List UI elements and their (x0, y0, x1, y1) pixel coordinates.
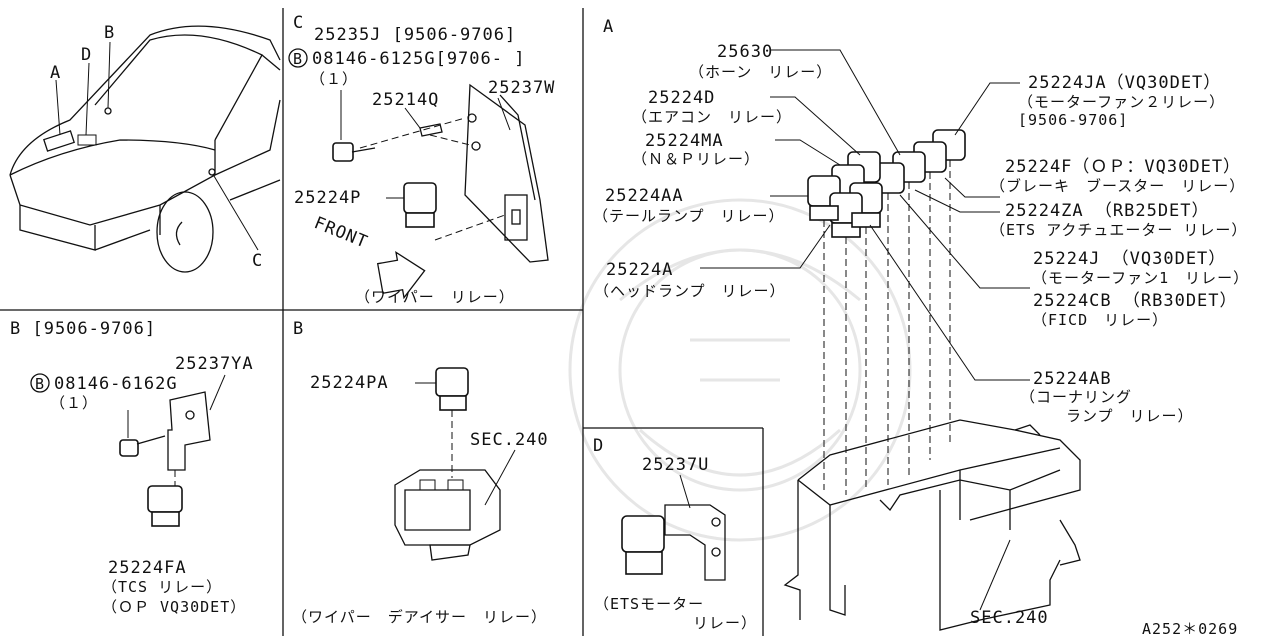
relay-block (807, 129, 966, 238)
car-label-d: D (81, 45, 92, 65)
fuse-box (783, 419, 1081, 631)
callout-25224j-part: 25224J （VQ30DET） (1033, 249, 1226, 269)
callout-25224za-desc: （ETS アクチュエーター リレー） (990, 221, 1247, 239)
panel-c-caption: （ワイパー リレー） (355, 288, 515, 306)
panel-b-mid-sec: SEC.240 (470, 430, 549, 450)
panel-b-left-relay: 25224FA (108, 558, 187, 578)
panel-c-bolt-qty: （１） (310, 70, 358, 88)
callout-25224d-desc: （エアコン リレー） (632, 108, 792, 126)
callout-25224ja-desc: （モーターファン２リレー） (1018, 93, 1225, 111)
diagram-code: A252＊0269 (1142, 620, 1238, 638)
watermark (568, 198, 912, 542)
callout-25224a-part: 25224A (606, 260, 673, 280)
callout-25630-desc: （ホーン リレー） (689, 63, 832, 81)
panel-c-relay: 25224P (294, 188, 361, 208)
callout-25224f-part: 25224F（ＯＰ：VQ30DET） (1005, 157, 1241, 177)
panel-b-left-bracket: 25237YA (175, 354, 254, 374)
panel-d-title: D (593, 436, 604, 456)
callout-25224ab-part: 25224AB (1033, 369, 1112, 389)
callout-25224ja-desc2: [9506-9706] (1018, 111, 1128, 129)
car-label-b: B (104, 23, 115, 43)
panel-d-bracket: 25237U (642, 455, 709, 475)
callout-25224aa-part: 25224AA (605, 186, 684, 206)
panel-a-title: A (603, 17, 614, 37)
callout-25224d-part: 25224D (648, 88, 715, 108)
callout-25630-part: 25630 (717, 42, 773, 62)
panel-b-left-bolt-marker-circle (30, 373, 50, 393)
panel-b-mid-caption: （ワイパー デアイサー リレー） (292, 608, 547, 626)
callout-25224cb-part: 25224CB （RB30DET） (1033, 291, 1238, 311)
panel-c-bolt-marker-circle (288, 48, 308, 68)
callout-25224a-desc: （ヘッドランプ リレー） (594, 282, 786, 300)
panel-b-left-bolt-qty: （１） (50, 394, 98, 412)
panel-b-mid-drawing (394, 367, 516, 561)
callout-25224cb-desc: （FICD リレー） (1032, 311, 1168, 329)
panel-b-left-title: B [9506-9706] (10, 319, 156, 339)
callout-25224ab-desc: （コーナリング (1020, 388, 1132, 406)
panel-b-mid-title: B (293, 319, 304, 339)
callout-leaders (700, 49, 1030, 611)
panel-b-mid-relay: 25224PA (310, 373, 389, 393)
panel-dividers (0, 8, 764, 636)
panel-d-caption1: （ETSモーター (594, 595, 704, 613)
panel-d-drawing (621, 474, 726, 581)
panel-c-part1: 25235J [9506-9706] (314, 25, 516, 45)
callout-25224j-desc: （モーターファン1 リレー） (1032, 269, 1249, 287)
callout-25224ma-part: 25224MA (645, 131, 724, 151)
panel-a-sec: SEC.240 (970, 608, 1049, 628)
callout-25224ja-part: 25224JA（VQ30DET） (1028, 73, 1221, 93)
car-label-c: C (252, 251, 263, 271)
car-overview (9, 25, 281, 273)
panel-b-left-caption2: （ＯＰ VQ30DET） (102, 598, 246, 616)
front-label: FRONT (311, 213, 371, 253)
panel-c-bolt: 08146-6125G[9706- ] (312, 49, 525, 69)
panel-c-title: C (293, 13, 304, 33)
panel-b-left-bolt-marker: B (35, 375, 45, 393)
panel-c-drawing (332, 83, 549, 300)
callout-25224aa-desc: （テールランプ リレー） (593, 207, 785, 225)
panel-b-left-caption1: （TCS リレー） (102, 578, 222, 596)
callout-25224ma-desc: （Ｎ＆Ｐリレー） (632, 150, 760, 168)
panel-b-left-drawing (119, 374, 226, 527)
callout-25224f-desc: （ブレーキ ブースター リレー） (990, 177, 1245, 195)
panel-c-screw: 25214Q (372, 90, 439, 110)
callout-25224za-part: 25224ZA （RB25DET） (1005, 201, 1210, 221)
panel-b-left-bolt: 08146-6162G (54, 374, 178, 394)
panel-c-bracket: 25237W (488, 78, 555, 98)
callout-25224ab-desc2: ランプ リレー） (1066, 407, 1194, 425)
car-label-a: A (50, 63, 61, 83)
panel-d-caption2: リレー） (693, 614, 757, 632)
panel-c-bolt-marker: B (293, 50, 303, 68)
